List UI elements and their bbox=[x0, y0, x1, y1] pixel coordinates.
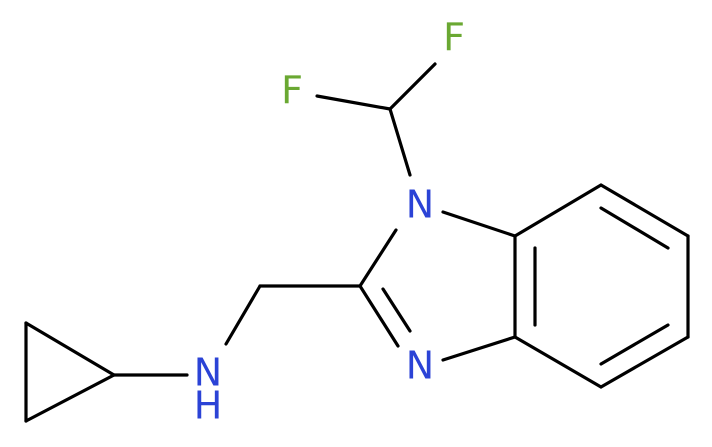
bond-c7-c6-inner bbox=[599, 206, 670, 250]
bond-n3-c3a bbox=[441, 335, 517, 362]
bond-c5-c4-inner bbox=[599, 323, 670, 366]
bond-c7-c6 bbox=[599, 183, 690, 238]
atom-n3: N bbox=[406, 344, 434, 388]
bond-cp-1 bbox=[24, 321, 116, 377]
atom-n1: N bbox=[406, 183, 434, 227]
bond-c2-n3-inner bbox=[381, 287, 412, 333]
atom-nh-h: H bbox=[194, 384, 223, 428]
atom-nh-n: N bbox=[194, 351, 222, 395]
bond-ch2-nh bbox=[224, 284, 262, 346]
bond-n1-c2 bbox=[358, 228, 398, 288]
atom-f-top: F bbox=[443, 16, 465, 60]
bond-c-f-left bbox=[315, 94, 392, 111]
bond-c2-n3-outer bbox=[358, 284, 400, 348]
atom-labels: F F N N N H bbox=[194, 16, 465, 428]
bond-c5-c4 bbox=[599, 335, 690, 389]
bond-c4-c3a bbox=[513, 335, 603, 389]
bond-cp-3 bbox=[24, 373, 116, 423]
bond-c7a-c7 bbox=[513, 183, 603, 238]
bond-c-f-top bbox=[388, 62, 437, 111]
atom-f-left: F bbox=[281, 69, 303, 113]
bond-n1-c7a bbox=[441, 210, 517, 238]
bond-chf2-n1 bbox=[388, 107, 412, 177]
bonds bbox=[24, 62, 690, 423]
